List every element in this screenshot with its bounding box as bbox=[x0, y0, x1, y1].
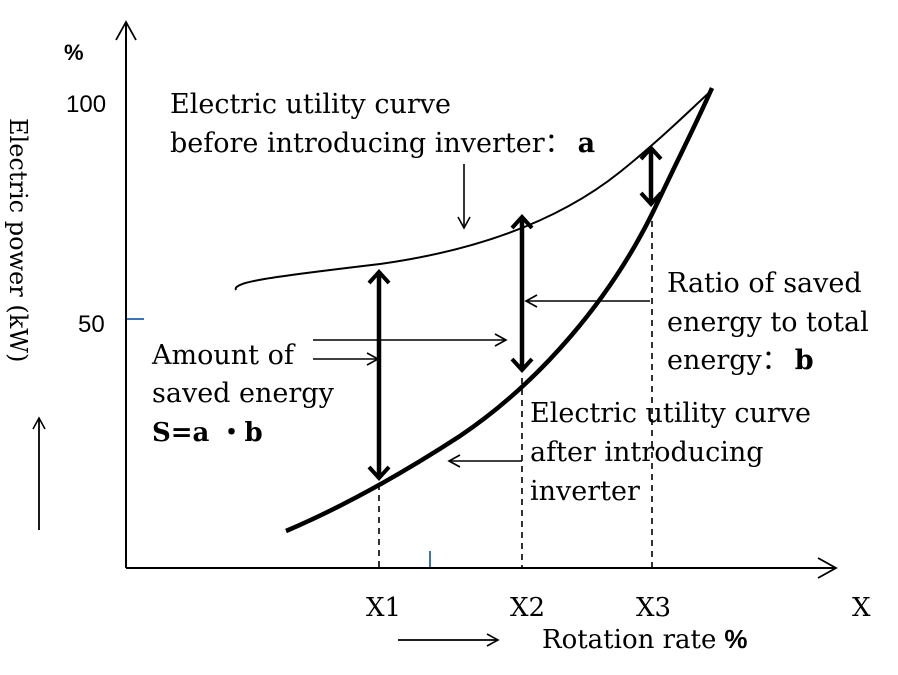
guide-lines bbox=[378, 210, 653, 567]
axes bbox=[115, 20, 838, 579]
curve-a-label-line1: Electric utility curve bbox=[170, 89, 451, 120]
ratio-label-line2: energy to total bbox=[667, 307, 869, 338]
saved-label-formula: S=a ・b bbox=[152, 418, 263, 448]
x-tick-label-x2: X2 bbox=[510, 593, 545, 623]
ratio-label: Ratio of saved energy to total energy：b bbox=[660, 266, 880, 380]
curve-a-label: Electric utility curve before introducin… bbox=[170, 89, 595, 159]
y-tick-label-100: 100 bbox=[66, 91, 106, 118]
curve-b-label: Electric utility curve after introducing… bbox=[530, 398, 811, 507]
y-unit-label: % bbox=[64, 40, 84, 65]
y-axis-title: Electric power (kW) bbox=[4, 118, 32, 362]
curve-b-label-line3: inverter bbox=[530, 476, 640, 507]
ratio-label-line1: Ratio of saved bbox=[667, 268, 862, 299]
x-tick-label-x3: X3 bbox=[636, 593, 671, 623]
saved-label-line2: saved energy bbox=[152, 378, 335, 409]
curve-b-label-line2: after introducing bbox=[530, 437, 764, 468]
x-axis-arrowhead bbox=[817, 557, 838, 579]
curve-a-label-line2: before introducing inverter：a bbox=[170, 128, 595, 159]
x-tick-label-x1: X1 bbox=[366, 593, 401, 623]
saved-label-line1: Amount of bbox=[151, 340, 296, 371]
curve-b-after-inverter bbox=[285, 87, 715, 534]
x-axis-end-label: X bbox=[852, 593, 871, 623]
saved-energy-label: Amount of saved energy S=a ・b bbox=[151, 340, 335, 448]
curve-b-label-line1: Electric utility curve bbox=[530, 398, 811, 429]
y-axis-arrowhead bbox=[115, 20, 137, 41]
ratio-label-line3: energy：b bbox=[667, 345, 814, 376]
curve-a-before-inverter bbox=[234, 89, 713, 291]
y-tick-label-50: 50 bbox=[78, 311, 105, 338]
x-axis-title: Rotation rate% bbox=[542, 624, 748, 655]
